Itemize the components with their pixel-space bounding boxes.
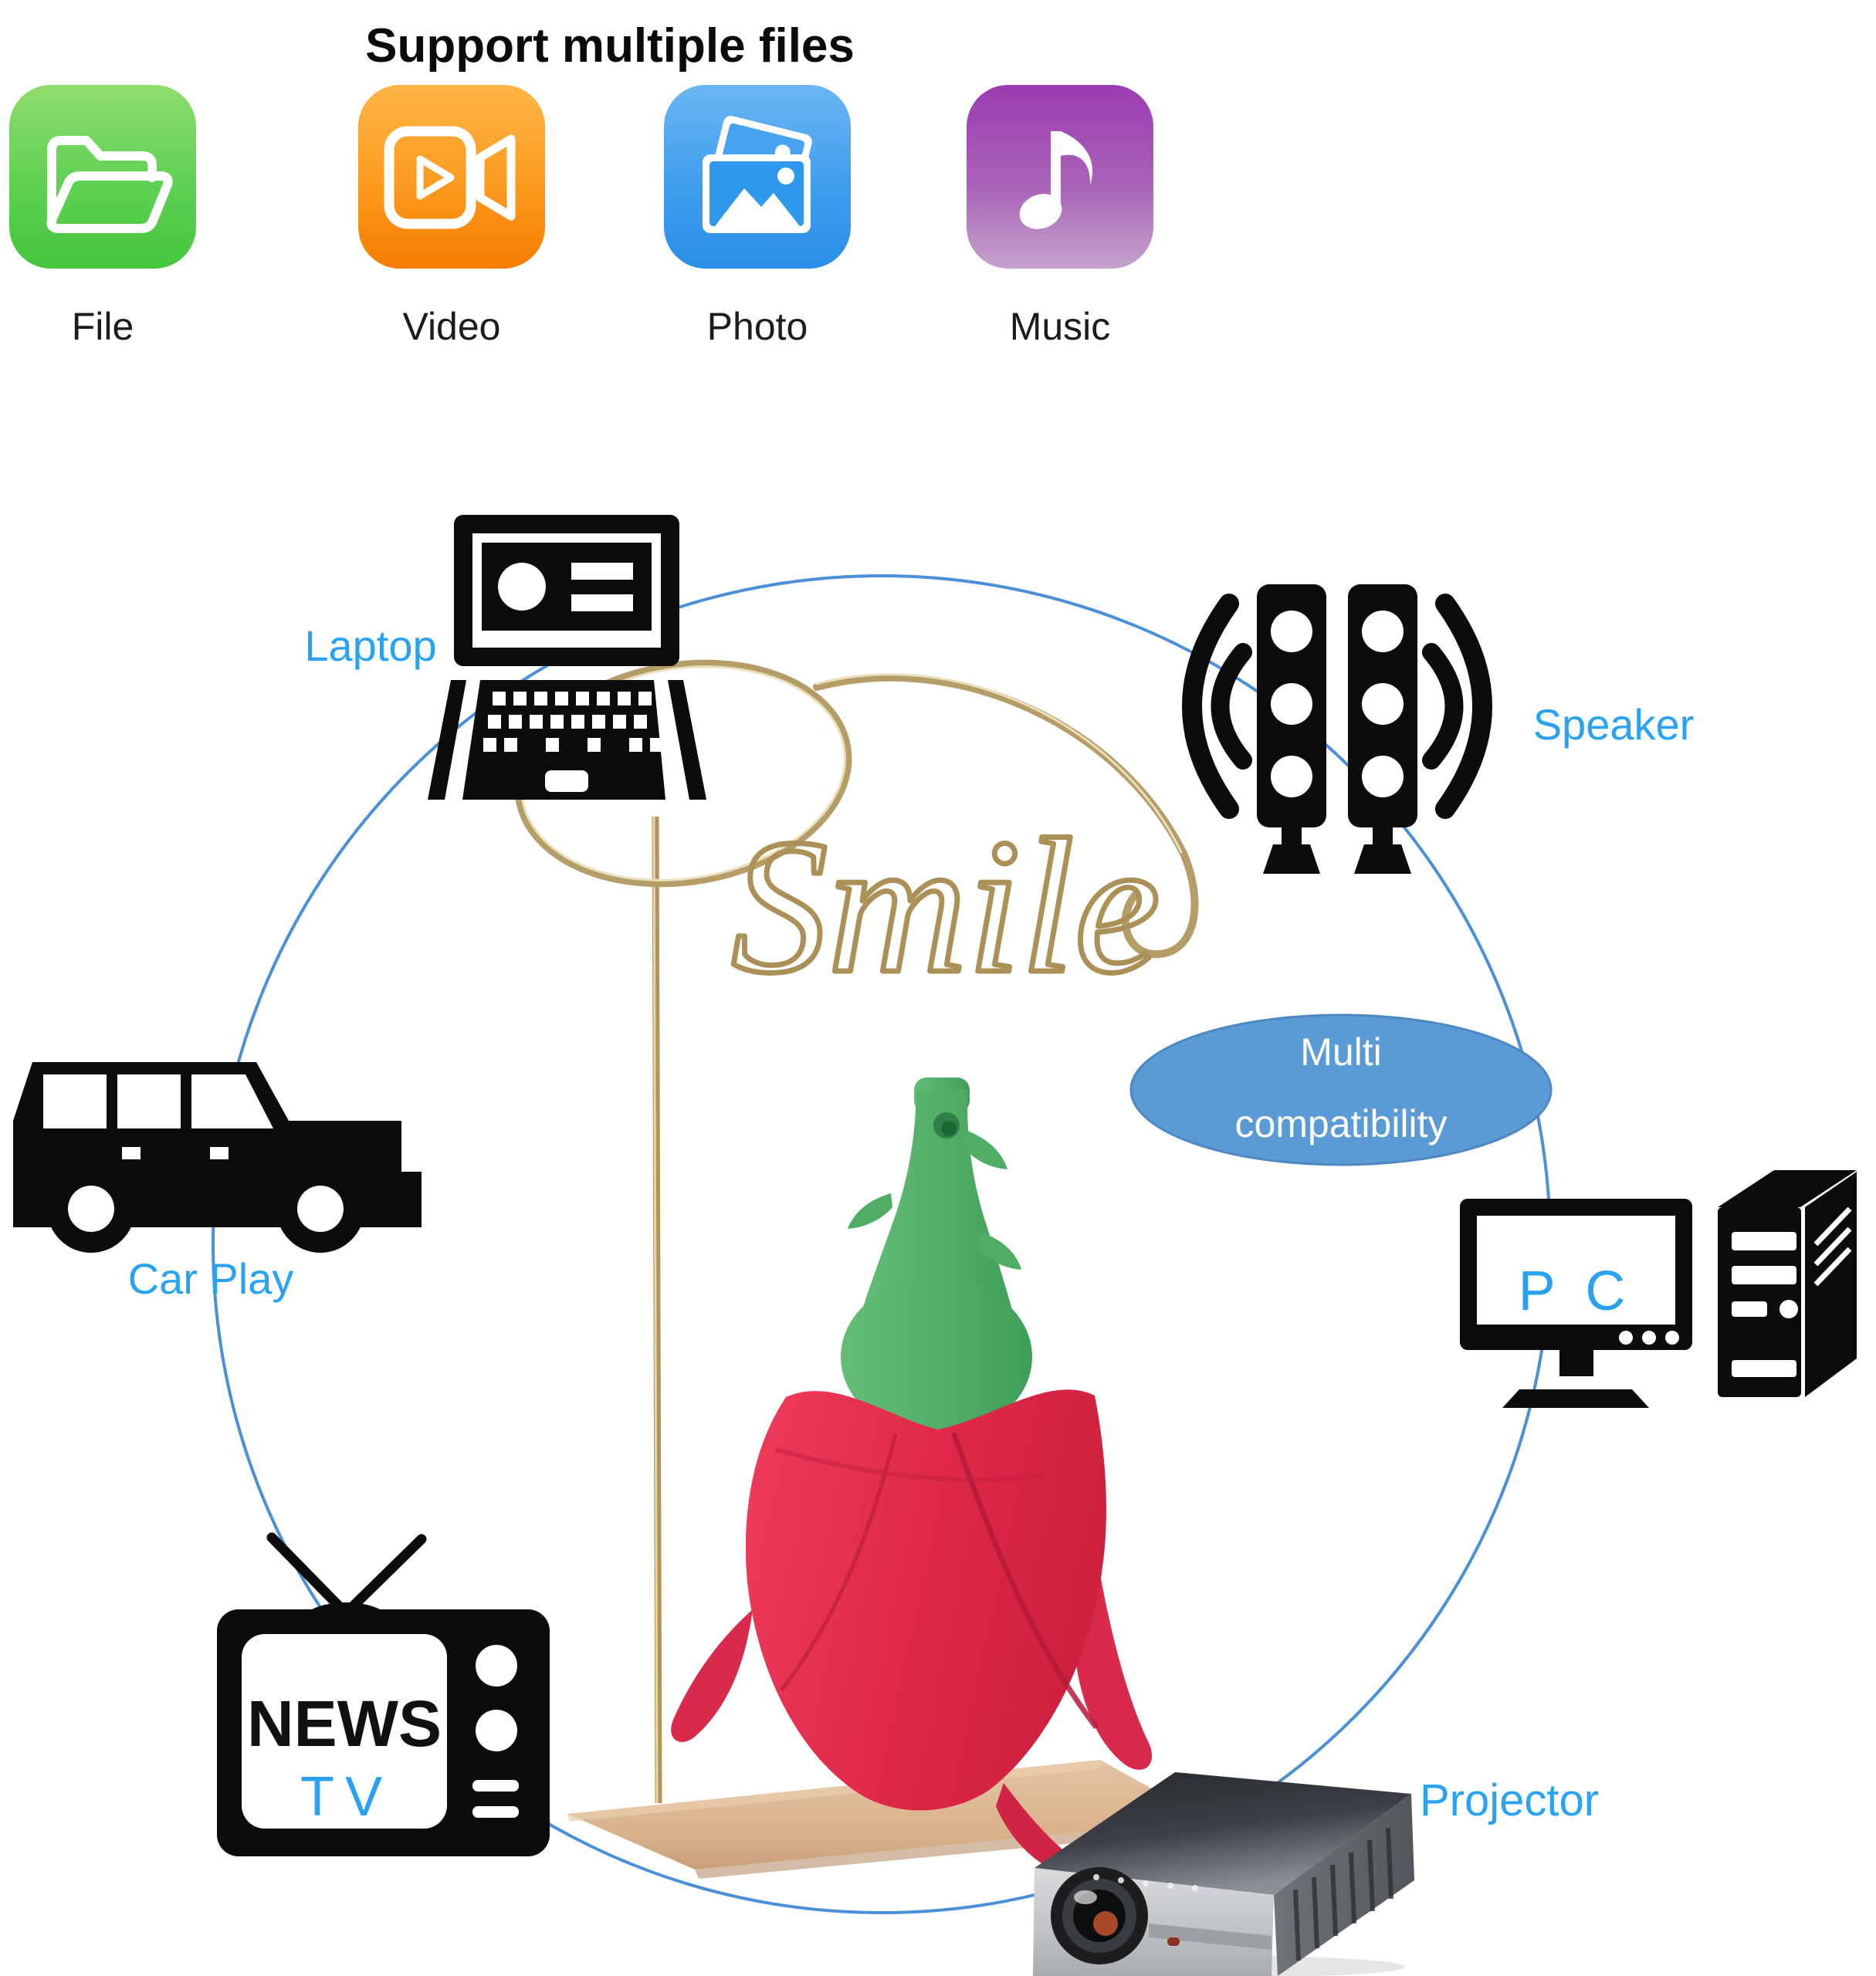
laptop-icon — [428, 515, 706, 800]
speaker-label: Speaker — [1533, 700, 1695, 749]
file-type-label: File — [71, 305, 134, 348]
speaker-icon — [1182, 584, 1492, 874]
wire-word-smile: Smile — [731, 800, 1160, 1013]
pc-icon: P C — [1460, 1170, 1857, 1408]
bubble-line2: compatibility — [1234, 1102, 1447, 1145]
rose-product — [671, 1078, 1153, 1874]
projector-label: Projector — [1420, 1775, 1599, 1825]
tv-label: TV — [300, 1766, 393, 1828]
rose-stem — [841, 1078, 1032, 1436]
car-play-label: Car Play — [128, 1254, 294, 1303]
pc-label: P C — [1519, 1260, 1634, 1322]
rose-petals — [671, 1389, 1153, 1874]
wire-stand: Smile — [514, 659, 1199, 1804]
tv-icon: NEWS TV — [217, 1532, 550, 1856]
file-type-card — [358, 85, 545, 269]
video-camera-icon — [384, 126, 516, 229]
car-icon — [13, 1062, 422, 1253]
file-type-label: Music — [1009, 305, 1111, 348]
projector-image — [1033, 1772, 1414, 1976]
file-type-label: Photo — [706, 305, 808, 348]
bubble-line1: Multi — [1300, 1030, 1382, 1074]
music-note-icon — [1019, 131, 1092, 229]
folder-icon — [46, 136, 173, 233]
file-type-card — [664, 85, 851, 269]
file-type-card — [967, 85, 1153, 269]
file-type-card — [9, 85, 196, 269]
page-title: Support multiple files — [365, 19, 855, 73]
multi-compatibility-bubble: Multi compatibility — [1129, 1013, 1553, 1166]
tv-screen-text: NEWS — [247, 1687, 442, 1760]
file-type-label: Video — [402, 305, 501, 348]
photos-icon — [703, 116, 812, 233]
laptop-label: Laptop — [304, 621, 436, 670]
